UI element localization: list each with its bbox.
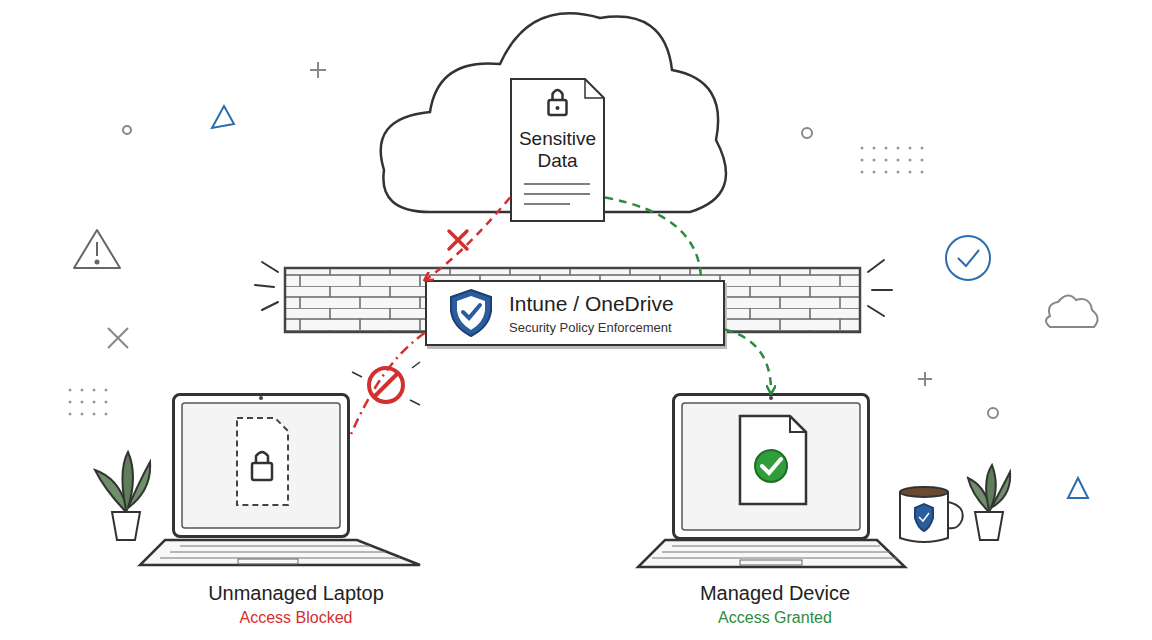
plant — [968, 465, 1010, 540]
unmanaged-laptop-drawing — [140, 396, 420, 565]
policy-box: Intune / OneDriveSecurity Policy Enforce… — [425, 280, 725, 346]
policy-subtitle: Security Policy Enforcement — [509, 321, 719, 336]
plant — [95, 452, 150, 540]
coffee-mug — [900, 487, 963, 542]
document-label: Sensitive Data — [516, 128, 599, 172]
dashed-connector — [350, 333, 425, 437]
document-card: Sensitive Data — [510, 78, 605, 222]
decor-doodles — [74, 62, 1098, 498]
laptop-screen: Unmanaged LaptopAccess Blocked — [172, 393, 350, 538]
dashed-connector — [605, 198, 701, 280]
dashed-connector — [725, 330, 771, 394]
managed-laptop-drawing — [638, 396, 905, 567]
blocked-x — [449, 231, 467, 249]
status-label: Access Granted — [645, 609, 905, 627]
laptop-screen: Managed DeviceAccess Granted — [672, 393, 870, 540]
status-label: Access Blocked — [166, 609, 426, 627]
dot-grid — [69, 147, 924, 416]
no-entry-sign — [352, 362, 420, 405]
dashed-connector — [425, 198, 510, 280]
policy-title: Intune / OneDrive — [509, 292, 719, 316]
device-label: Managed Device — [645, 582, 905, 605]
shield-icon — [447, 287, 495, 339]
device-label: Unmanaged Laptop — [166, 582, 426, 605]
